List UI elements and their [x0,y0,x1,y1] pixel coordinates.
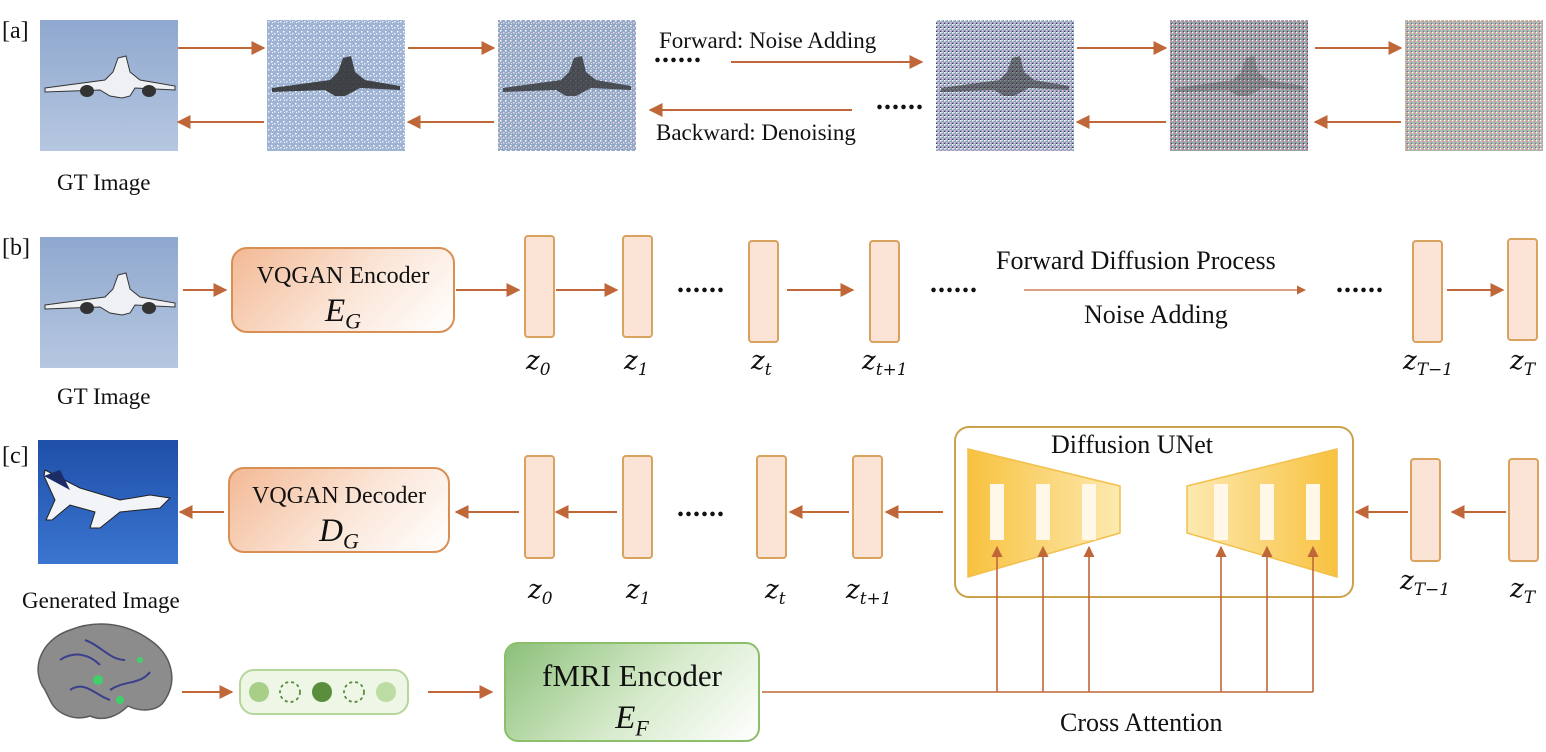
ellipsis-a-top: ...... [654,38,702,69]
z-label-b-t1: zt+1 [862,346,908,381]
z-label-b-T: zT [1510,346,1536,381]
latent-c-zT-1 [1410,458,1441,562]
vqgan-encoder-title: VQGAN Encoder [256,263,430,289]
ellipsis-a-bottom: ...... [876,85,924,116]
latent-b-zt1 [869,240,900,343]
z-label-b-1: z1 [624,346,649,381]
forward-noise-label: Forward: Noise Adding [659,28,877,53]
gt-image-b [40,237,178,368]
z-label-b-T-1: zT−1 [1403,346,1454,381]
forward-arrows-a [178,41,1403,69]
noisy-airplane-3 [941,56,1069,96]
latent-b-z1 [622,235,653,338]
latent-c-zt1 [852,455,883,559]
vqgan-encoder-symbol: EG [324,293,362,334]
vqgan-decoder-symbol: DG [319,513,359,554]
vqgan-decoder-title: VQGAN Decoder [252,483,426,509]
ellipsis-b-3: ...... [1336,268,1384,299]
airplane-icon [44,55,176,99]
z-label-c-T: zT [1510,574,1536,609]
panel-c-tag: [c] [2,443,29,469]
fmri-row [37,623,494,720]
cross-attention-label: Cross Attention [1060,708,1223,737]
ellipsis-c: ...... [677,492,725,523]
fmri-encoder-title: fMRI Encoder [542,658,722,693]
latent-c-zt [756,455,787,559]
generated-image-label: Generated Image [22,588,180,613]
generated-image [38,440,178,564]
latent-b-z0 [524,235,555,338]
panel-a-tag: [a] [2,18,29,44]
z-label-c-T-1: zT−1 [1400,566,1451,601]
latent-b-zT-1 [1412,240,1443,343]
ellipsis-b-2: ...... [930,268,978,299]
panel-c [38,426,1506,693]
latent-b-zt [748,240,779,343]
z-label-b-0: z0 [526,346,551,381]
gt-image-b-label: GT Image [57,384,151,409]
latent-b-zT [1507,238,1538,341]
diffusion-unet-label: Diffusion UNet [1051,430,1214,459]
noisy-airplane-1 [272,56,400,96]
noise-adding-label: Noise Adding [1084,300,1228,329]
z-label-c-1: z1 [626,575,651,610]
noisy-image-4 [1170,20,1308,151]
vqgan-encoder-box: VQGAN Encoder EG [231,247,455,334]
vqgan-decoder-box: VQGAN Decoder DG [228,467,450,554]
z-label-b-t: zt [751,346,772,381]
fmri-encoder-box: fMRI Encoder EF [504,642,760,742]
gt-image-a-label: GT Image [57,170,151,195]
brain-icon [37,623,173,720]
panel-a [40,20,1543,151]
forward-diffusion-label: Forward Diffusion Process [996,246,1276,275]
latent-c-z1 [622,455,653,559]
z-label-c-t1: zt+1 [846,575,892,610]
fmri-vector [239,669,409,715]
unet-blocks [990,484,1320,540]
airplane-icon [44,272,176,316]
backward-arrows-a [176,103,1401,129]
z-label-c-t: zt [765,575,786,610]
z-label-c-0: z0 [528,575,553,610]
cross-attention-arrows [991,545,1319,692]
fmri-encoder-symbol: EF [615,700,649,741]
panel-b-tag: [b] [2,235,30,261]
diffusion-unet [954,426,1354,598]
pure-noise-image [1405,20,1543,151]
airplane-icon [43,469,172,529]
gt-image-a [40,20,178,151]
noisy-airplane-4 [1175,56,1303,96]
latent-c-z0 [524,455,555,559]
ellipsis-b-1: ...... [677,268,725,299]
latent-c-zT [1508,458,1539,562]
noisy-airplane-2 [503,56,631,96]
backward-denoise-label: Backward: Denoising [656,120,856,145]
panel-b [40,237,1505,368]
